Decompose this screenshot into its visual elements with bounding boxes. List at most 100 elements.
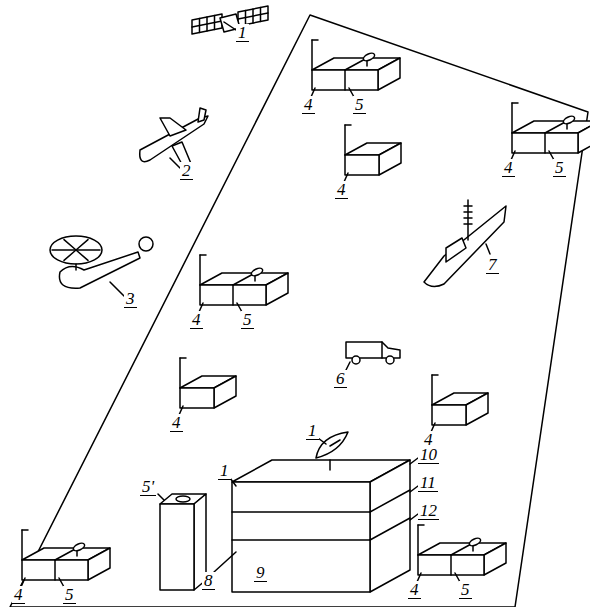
leader-line: [346, 362, 350, 370]
rotor-blade: [64, 250, 76, 260]
dish: [468, 537, 481, 548]
callout-number: 5: [459, 581, 472, 599]
aircraft-body: [140, 116, 208, 162]
callout-number: 1: [218, 462, 231, 480]
antenna: [179, 358, 181, 388]
callout-number: 5': [140, 478, 156, 496]
leader-line: [224, 22, 236, 30]
radio-unit-side: [466, 393, 488, 425]
rotor-blade: [76, 250, 88, 260]
callout-number: 6: [334, 370, 347, 388]
rotor-blade: [76, 249, 100, 251]
dish: [72, 542, 85, 553]
dish: [362, 52, 375, 63]
dish: [562, 115, 575, 126]
station-unit-front: [22, 560, 88, 580]
tower-front: [160, 504, 194, 590]
satellite-dish: [316, 432, 348, 458]
callout-number: 5: [63, 586, 76, 604]
station-unit-side: [378, 58, 400, 90]
helicopter-body: [59, 252, 140, 288]
station-unit-side: [266, 273, 288, 305]
antenna: [22, 529, 28, 531]
antenna: [417, 525, 419, 555]
callout-number: 1: [306, 422, 319, 440]
callout-number: 5: [353, 96, 366, 114]
callout-number: 10: [418, 446, 439, 464]
callout-number: 4: [335, 181, 348, 199]
antenna: [511, 103, 513, 133]
radio-unit-front: [345, 155, 379, 175]
solar-panel: [238, 6, 268, 26]
radio-unit-front: [180, 388, 214, 408]
aircraft-wing: [160, 118, 186, 136]
station-unit-side: [484, 543, 506, 575]
station-unit-top: [512, 121, 590, 133]
ship-superstructure: [446, 238, 466, 262]
leader-line: [158, 494, 164, 500]
antenna: [312, 39, 318, 41]
tower-opening: [176, 496, 190, 502]
antenna: [180, 357, 186, 359]
leader-line: [230, 478, 236, 486]
callout-number: 4: [190, 311, 203, 329]
station-unit-side: [88, 548, 110, 580]
rotor-mast: [75, 264, 77, 270]
dish-feed: [330, 440, 340, 446]
callout-number: 4: [408, 581, 421, 599]
panel-grid: [192, 21, 222, 27]
floor-divider: [370, 490, 410, 512]
tail-rotor: [139, 237, 153, 251]
station-unit-front: [312, 70, 378, 90]
leader-line: [410, 458, 418, 464]
leader-line: [170, 158, 180, 168]
callout-number: 4: [302, 96, 315, 114]
ship-mast: [464, 205, 472, 207]
panel-grid: [238, 13, 268, 19]
antenna: [431, 375, 433, 405]
radio-unit-side: [214, 376, 236, 408]
antenna: [512, 102, 518, 104]
unit-divider: [232, 285, 234, 305]
callout-number: 5: [241, 311, 254, 329]
station-unit-side: [578, 121, 590, 153]
region-outline: [10, 15, 588, 607]
truck-body: [381, 342, 383, 358]
rotor-disc: [50, 236, 102, 264]
station-unit-front: [512, 133, 578, 153]
control-building-side: [370, 460, 410, 592]
rotor-blade: [76, 240, 88, 250]
unit-divider: [450, 555, 452, 575]
callout-number: 4: [12, 586, 25, 604]
callout-number: 4: [502, 159, 515, 177]
dish: [250, 267, 263, 278]
antenna: [432, 374, 438, 376]
antenna: [21, 530, 23, 560]
unit-divider: [544, 133, 546, 153]
ship-mast: [464, 211, 472, 213]
unit-divider: [54, 560, 56, 580]
leader-line: [486, 244, 490, 254]
antenna: [311, 40, 313, 70]
floor-divider: [370, 518, 410, 540]
dish-mount: [329, 460, 331, 470]
callout-number: 1: [236, 24, 249, 42]
antenna: [344, 125, 346, 155]
leader-line: [410, 486, 418, 492]
unit-divider: [344, 70, 346, 90]
ship-mast: [464, 223, 472, 225]
ship-hull: [424, 206, 506, 287]
truck-body: [346, 342, 400, 358]
leader-line: [410, 514, 418, 520]
callout-number: 4: [170, 414, 183, 432]
antenna: [200, 254, 206, 256]
radio-unit-side: [379, 143, 401, 175]
callout-number: 2: [180, 162, 193, 180]
control-building-front: [232, 482, 370, 592]
leader-line: [318, 438, 326, 444]
wheel: [352, 356, 360, 364]
aircraft-tail: [198, 108, 206, 122]
rotor-blade: [64, 240, 76, 250]
